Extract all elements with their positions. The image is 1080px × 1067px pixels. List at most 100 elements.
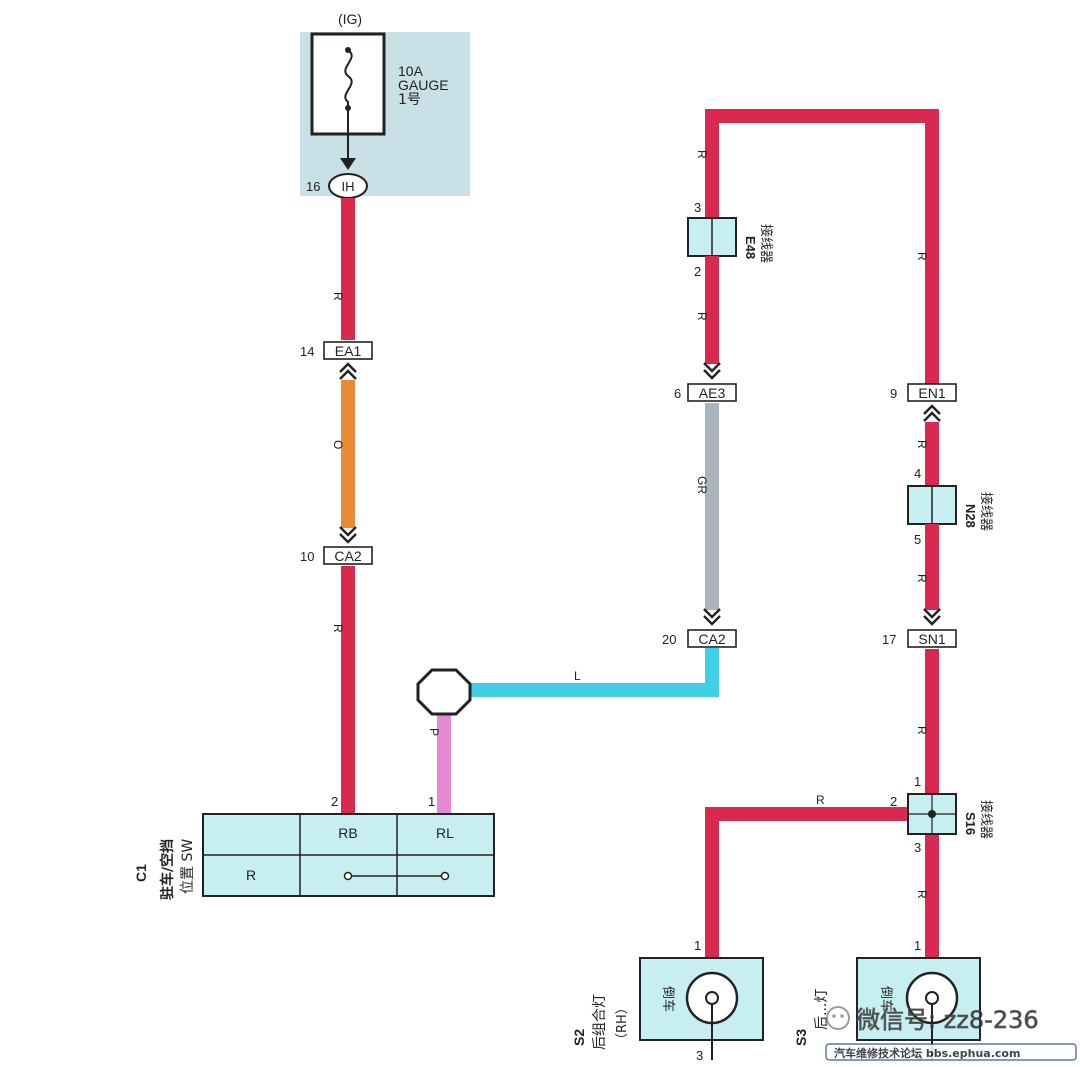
switch-pin-right: 1 [428,794,435,809]
connector-ea1-pin: 14 [300,344,314,359]
switch-subname: 位置 SW [180,839,196,894]
fuse-terminal-pin: 16 [306,179,320,194]
connector-ca2-right-pin: 20 [662,632,676,647]
wire-label-p: P [427,728,441,736]
ca2-right-chevron2-icon [703,615,721,626]
connector-ae3-pin: 6 [674,386,681,401]
junction-e48-pin-top: 3 [694,200,701,215]
ae3-chevron-icon [703,362,721,373]
wire-label-r8: R [915,574,929,583]
ca2-left-chevron-icon [339,526,357,537]
wire-label-o: O [331,440,345,449]
connector-ca2-right [687,629,737,648]
wire-label-r6: R [915,252,929,261]
wire-r-top-loop [705,109,939,384]
switch-pin-left: 2 [331,794,338,809]
watermark-forum: 汽车维修技术论坛 bbs.ephua.com [834,1046,1020,1060]
switch-contact-right [440,871,450,881]
ea1-chevron-icon [339,362,357,373]
lamp-s3-pin-top: 1 [914,938,921,953]
connector-ca2-right-label: CA2 [698,631,725,647]
switch-row-r: R [246,867,256,883]
connector-sn1-pin: 17 [882,632,896,647]
switch-code: C1 [133,864,149,882]
wire-label-gr: GR [695,476,709,494]
junction-s16-node [928,810,936,818]
switch-name: 驻车/空挡 [159,839,176,900]
ca2-left-chevron2-icon [339,533,357,544]
junction-s16-name: 接线器 [978,800,994,839]
wire-label-r4: R [695,312,709,321]
sn1-chevron-icon [923,608,941,619]
lamp-s2-code: S2 [571,1029,587,1046]
fuse-rating: 10A [398,63,424,79]
sn1-chevron2-icon [923,615,941,626]
lamp-s3-name: 后...灯 [814,989,830,1030]
junction-n28-pin-bottom: 5 [914,532,921,547]
watermark: 微信号: zz8-236 汽车维修技术论坛 bbs.ephua.com [825,1006,1077,1061]
fuse-arrow-icon [340,158,356,170]
switch-col-rb: RB [338,825,357,841]
wire-l [470,648,719,697]
wire-label-r7: R [915,440,929,449]
junction-n28-name: 接线器 [978,492,994,531]
connector-ea1 [323,341,373,360]
wechat-icon-dot [832,1014,836,1018]
connector-ea1-label: EA1 [335,343,362,359]
junction-n28-code: N28 [963,504,978,528]
junction-n28-pin-top: 4 [914,466,921,481]
wechat-icon [826,1006,850,1030]
junction-e48-code: E48 [743,236,758,259]
lamp-s2-bulb-label: 倒车 [660,986,676,1012]
switch-col-rl: RL [436,825,454,841]
connector-ae3-label: AE3 [699,385,726,401]
junction-e48-name: 接线器 [758,224,774,263]
wechat-icon-dot2 [840,1014,844,1018]
wire-label-r3: R [695,150,709,159]
en1-chevron-icon [923,404,941,415]
lamp-s2-side: （RH） [615,1001,630,1046]
connector-sn1 [907,629,957,648]
watermark-forum-box [825,1043,1077,1061]
connector-ca2-left [323,546,373,565]
splice-point [416,668,472,716]
junction-s16-pin-bottom: 3 [914,840,921,855]
connector-en1-pin: 9 [890,386,897,401]
fuse-element-icon [344,49,353,134]
watermark-wechat: 微信号: zz8-236 [856,1006,1039,1034]
ea1-chevron2-icon [339,369,357,380]
fuse-bottom-dot [345,105,351,111]
connector-ca2-left-label: CA2 [334,548,361,564]
connector-en1-label: EN1 [918,385,945,401]
wire-label-r9: R [915,726,929,735]
fuse-terminal-label: IH [342,179,355,194]
lamp-s2-pin-top: 1 [694,938,701,953]
switch-contact-left [343,871,353,881]
wire-label-r5: R [816,793,825,807]
connector-en1 [907,383,957,402]
wire-label-l: L [574,669,581,683]
wire-label-r2: R [331,624,345,633]
wire-label-r10: R [915,890,929,899]
en1-chevron2-icon [923,411,941,422]
connector-ae3 [687,383,737,402]
fuse-name: GAUGE [398,77,449,93]
junction-s16-code: S16 [963,812,978,835]
lamp-s2-pin-bottom: 3 [696,1048,703,1063]
lamp-s2-name: 后组合灯 [592,994,608,1050]
ca2-right-chevron-icon [703,608,721,619]
connector-sn1-label: SN1 [918,631,945,647]
ae3-chevron2-icon [703,369,721,380]
wire-r-s16-to-s2 [705,807,908,958]
connector-ca2-left-pin: 10 [300,549,314,564]
lamp-s3-bulb-label: 倒车 [878,986,894,1012]
fuse-top-dot [345,47,351,53]
fuse-number: 1号 [398,92,421,108]
fuse-supply-label: (IG) [338,11,362,27]
wire-label-r1: R [331,292,345,301]
lamp-s3-code: S3 [793,1029,809,1046]
junction-e48-pin-bottom: 2 [694,264,701,279]
junction-s16-pin-left: 2 [890,794,897,809]
junction-s16-pin-top: 1 [914,774,921,789]
